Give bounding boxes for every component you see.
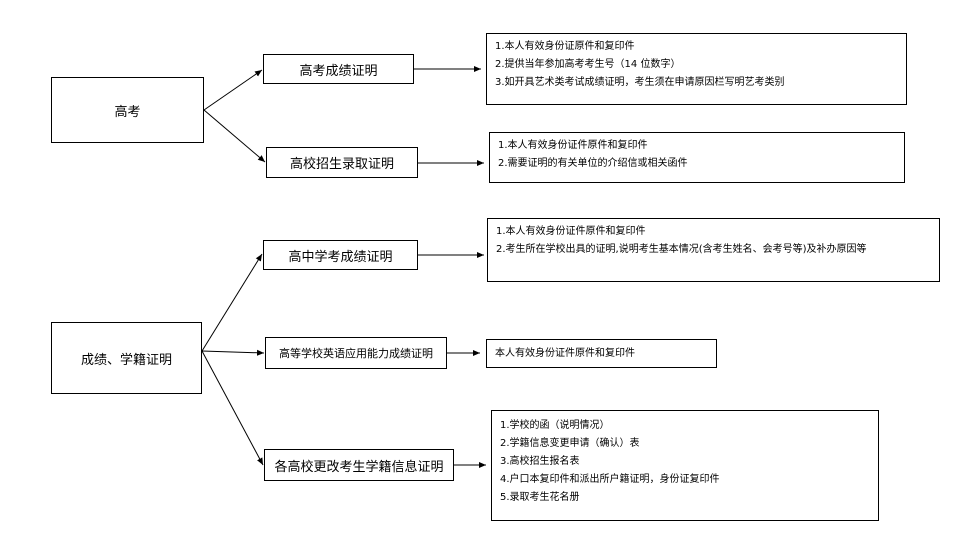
list-item: 2.学籍信息变更申请（确认）表 [500, 438, 640, 449]
list-item: 2.提供当年参加高考考生号（14 位数字） [495, 59, 681, 70]
list-item: 1.本人有效身份证件原件和复印件 [496, 226, 646, 237]
branch-node-gaokao-score: 高考成绩证明 [263, 54, 414, 84]
list-item: 1.本人有效身份证原件和复印件 [495, 41, 635, 52]
connector-status-hs [201, 253, 263, 352]
list-item: 2.考生所在学校出具的证明,说明考生基本情况(含考生姓名、会考号等)及补办原因等 [496, 244, 867, 255]
list-item: 3.高校招生报名表 [500, 456, 580, 467]
branch-node-status-change: 各高校更改考生学籍信息证明 [264, 449, 454, 481]
branch-node-hs-exam-score: 高中学考成绩证明 [263, 240, 418, 270]
requirements-box-english-ability: 本人有效身份证件原件和复印件 [486, 339, 717, 368]
connector-gaokao-score [203, 69, 263, 111]
list-item: 本人有效身份证件原件和复印件 [495, 348, 635, 359]
branch-node-admission-proof: 高校招生录取证明 [266, 147, 418, 178]
list-item: 1.学校的函（说明情况） [500, 420, 610, 431]
list-item: 5.录取考生花名册 [500, 492, 580, 503]
connector-status-english [201, 349, 265, 356]
list-item: 1.本人有效身份证件原件和复印件 [498, 140, 648, 151]
requirements-box-status-change: 1.学校的函（说明情况） 2.学籍信息变更申请（确认）表 3.高校招生报名表 4… [491, 410, 879, 521]
connector-gaokao-admission [203, 109, 266, 163]
list-item: 3.如开具艺术类考试成绩证明，考生须在申请原因栏写明艺考类别 [495, 77, 785, 88]
list-item: 2.需要证明的有关单位的介绍信或相关函件 [498, 158, 688, 169]
list-item: 4.户口本复印件和派出所户籍证明，身份证复印件 [500, 474, 720, 485]
root-node-gaokao: 高考 [51, 77, 204, 143]
branch-node-english-ability: 高等学校英语应用能力成绩证明 [265, 337, 447, 369]
root-node-academic-status: 成绩、学籍证明 [51, 322, 202, 394]
requirements-box-hs-exam: 1.本人有效身份证件原件和复印件 2.考生所在学校出具的证明,说明考生基本情况(… [487, 218, 940, 282]
requirements-box-admission-proof: 1.本人有效身份证件原件和复印件 2.需要证明的有关单位的介绍信或相关函件 [489, 132, 905, 183]
requirements-box-gaokao-score: 1.本人有效身份证原件和复印件 2.提供当年参加高考考生号（14 位数字） 3.… [486, 33, 907, 105]
connector-status-change [201, 350, 264, 466]
